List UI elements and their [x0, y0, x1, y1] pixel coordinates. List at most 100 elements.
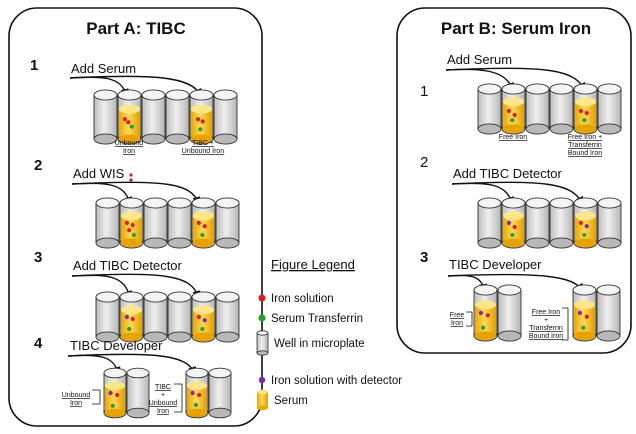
part-b-step-3-wells — [473, 284, 621, 342]
part-a-step-4-arrow-right — [67, 353, 196, 375]
red-dot-icon — [200, 119, 205, 124]
well-with-serum — [501, 83, 526, 135]
well-with-serum — [473, 284, 498, 342]
part-a-step-1-label-right-1: TIBC + — [192, 140, 214, 147]
empty-well — [143, 197, 168, 249]
empty-well — [95, 197, 120, 249]
purple-dot-icon — [478, 310, 483, 316]
green-dot-icon — [110, 403, 115, 408]
part-b-step-3-label: TIBC Developer — [449, 257, 542, 272]
part-b-step-3-label-right-1: Free Iron — [532, 309, 561, 316]
green-dot-icon — [198, 127, 203, 132]
part-b-step-3-label-left-2: Iron — [451, 320, 463, 327]
part-a-step-2-number: 2 — [34, 157, 42, 174]
red-dot-icon — [197, 392, 202, 398]
part-b-step-1-arrow-right — [445, 67, 586, 91]
green-dot-icon — [582, 232, 587, 238]
part-a-step-3-arrow-right — [71, 273, 201, 299]
empty-well — [93, 89, 118, 145]
well-with-serum — [117, 89, 142, 145]
red-dot-icon — [126, 120, 131, 125]
part-b-frame — [396, 7, 632, 354]
green-dot-icon — [127, 326, 132, 332]
part-a-step-4-label-right-1: TIBC — [155, 384, 171, 391]
part-a-step-4-label: TIBC Developer — [70, 338, 163, 353]
green-dot-icon — [582, 118, 587, 123]
part-a-step-4-label-left-1: Unbound — [62, 392, 91, 399]
empty-well — [215, 291, 240, 343]
part-b-step-3-number: 3 — [420, 249, 428, 266]
empty-well — [549, 197, 574, 249]
part-a-step-3-number: 3 — [34, 249, 42, 266]
part-b-title: Part B: Serum Iron — [441, 19, 591, 38]
well-with-serum — [501, 197, 526, 249]
red-dot-icon — [196, 220, 201, 226]
empty-well — [213, 89, 238, 145]
empty-well — [477, 83, 502, 135]
part-b-step-3-label-right-4: Bound Iron — [529, 333, 563, 340]
purple-dot-icon — [190, 390, 195, 396]
red-dot-icon — [115, 392, 120, 398]
purple-dot-icon — [108, 390, 113, 396]
figure-legend: Figure Legend Iron solution Serum Transf… — [256, 257, 402, 411]
empty-well — [596, 284, 621, 342]
part-b-step-1-number: 1 — [420, 83, 428, 100]
empty-well — [95, 291, 120, 343]
part-b-step-1-label-left-1: Free Iron — [499, 134, 528, 141]
red-dot-icon — [512, 224, 517, 230]
part-a-title: Part A: TIBC — [86, 19, 186, 38]
legend-item-iron-solution: Iron solution — [271, 293, 334, 305]
part-a-step-4-wells — [103, 367, 232, 419]
part-a-step-1-arrow-right — [69, 75, 202, 97]
part-a-panel: Part A: TIBC 1 Add Serum Unbound Iron TI… — [8, 7, 263, 427]
red-dot-icon — [512, 112, 517, 118]
part-a-step-1-number: 1 — [30, 57, 38, 74]
red-dot-icon — [122, 117, 127, 122]
purple-dot-icon — [577, 310, 583, 316]
green-dot-icon — [131, 232, 136, 238]
part-b-step-3-bracket-left — [466, 311, 473, 327]
well-with-serum — [191, 291, 216, 343]
empty-well — [525, 197, 550, 249]
empty-well — [141, 89, 166, 145]
part-a-step-3-wells — [95, 291, 240, 343]
well-icon — [256, 330, 269, 356]
part-b-step-1-wells — [477, 83, 622, 135]
red-dot-icon — [124, 220, 129, 226]
part-b-step-2-label: Add TIBC Detector — [453, 166, 563, 181]
legend-item-serum: Serum — [274, 395, 308, 407]
part-a-step-4-number: 4 — [34, 335, 43, 352]
purple-dot-icon — [202, 318, 207, 323]
red-dot-icon — [506, 108, 511, 114]
part-a-step-4-label-right-3: Unbound — [149, 400, 178, 407]
legend-title: Figure Legend — [271, 257, 355, 272]
green-dot-icon — [510, 232, 515, 238]
purple-dot-icon — [124, 314, 129, 320]
red-dot-icon — [578, 220, 584, 226]
part-b-panel: Part B: Serum Iron 1 Add Serum Free Iron… — [396, 7, 632, 354]
green-dot-icon — [258, 314, 266, 322]
part-b-step-1-arrow-left — [445, 68, 514, 91]
red-dot-icon — [485, 313, 490, 318]
red-dot-icon — [127, 228, 132, 233]
part-a-step-4-bracket-left — [92, 389, 101, 405]
red-dot-icon — [130, 222, 135, 228]
red-dot-icon — [584, 314, 589, 319]
part-b-step-1-label-right-1: Free Iron + — [568, 134, 602, 141]
well-with-serum — [103, 367, 127, 419]
part-a-step-3-label: Add TIBC Detector — [73, 258, 183, 273]
red-dot-icon — [584, 110, 589, 116]
part-a-step-1-label-left-1: Unbound — [115, 140, 144, 147]
part-b-step-3-label-right-2: + — [544, 317, 548, 324]
empty-well — [208, 367, 232, 419]
empty-well — [597, 197, 622, 249]
part-b-step-2-arrow-right — [451, 181, 584, 205]
part-a-step-2-iron-dot-icon — [129, 178, 133, 182]
empty-well — [167, 291, 192, 343]
empty-well — [597, 83, 622, 135]
green-dot-icon — [129, 124, 134, 129]
purple-dot-icon — [506, 220, 511, 226]
empty-well — [126, 367, 150, 419]
empty-well — [215, 197, 240, 249]
